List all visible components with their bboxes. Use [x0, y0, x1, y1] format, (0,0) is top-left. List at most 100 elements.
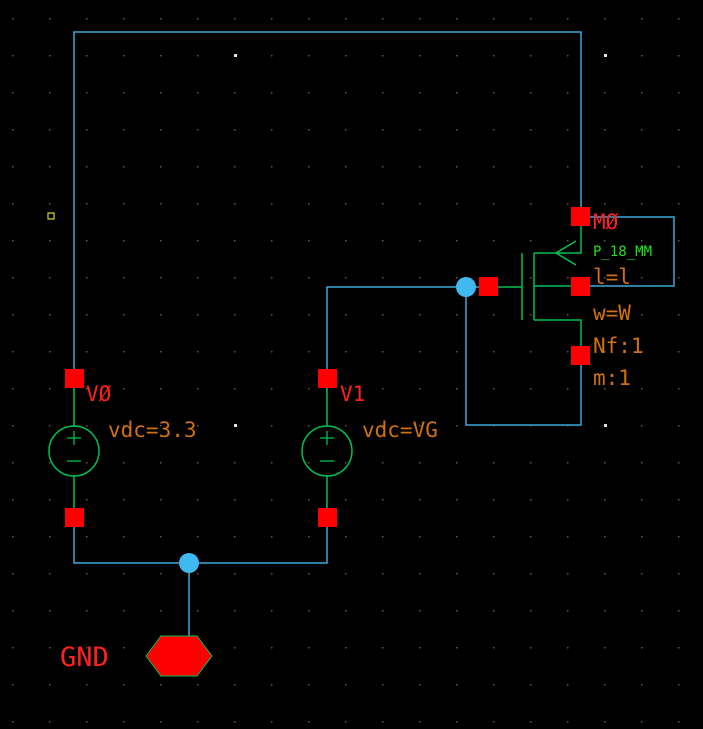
- grid-dot: [641, 92, 643, 94]
- grid-dot: [419, 129, 421, 131]
- grid-dot: [12, 203, 14, 205]
- m0-pin-bulk[interactable]: [571, 277, 590, 296]
- grid-dot: [86, 166, 88, 168]
- grid-dot: [271, 203, 273, 205]
- grid-dot: [234, 129, 236, 131]
- v1-pin-bottom[interactable]: [318, 508, 337, 527]
- grid-dot: [234, 203, 236, 205]
- wire-bulk-source[interactable]: [581, 216, 675, 287]
- ground-net-junction[interactable]: [179, 553, 199, 573]
- grid-dot: [530, 92, 532, 94]
- grid-dot: [49, 314, 51, 316]
- grid-dot: [234, 92, 236, 94]
- voltage-source-v0[interactable]: VØ vdc=3.3: [48, 369, 197, 527]
- pmos-transistor-m0[interactable]: MØ P_18_MM l=l w=W Nf:1 m:1: [479, 207, 652, 390]
- wire-ground-net[interactable]: [73, 518, 328, 564]
- grid-dot: [456, 536, 458, 538]
- grid-dot: [308, 610, 310, 612]
- grid-dot: [271, 240, 273, 242]
- grid-dot: [160, 684, 162, 686]
- grid-dot: [678, 388, 680, 390]
- grid-dot: [49, 203, 51, 205]
- grid-dot: [49, 166, 51, 168]
- grid-dot: [197, 536, 199, 538]
- grid-dot: [234, 610, 236, 612]
- wire-gate-drain-loop[interactable]: [465, 287, 582, 426]
- grid-dot: [567, 277, 569, 279]
- grid-dot: [49, 536, 51, 538]
- grid-dot: [12, 425, 14, 427]
- grid-dot: [123, 203, 125, 205]
- grid-dot: [493, 684, 495, 686]
- grid-dot: [271, 721, 273, 723]
- grid-dot: [197, 684, 199, 686]
- v0-param-vdc: vdc=3.3: [108, 418, 197, 442]
- grid-dot: [234, 277, 236, 279]
- grid-dot: [49, 610, 51, 612]
- grid-major-markers: [234, 54, 607, 427]
- m0-pin-drain[interactable]: [571, 346, 590, 365]
- grid-dot: [678, 92, 680, 94]
- v1-param-vdc: vdc=VG: [362, 418, 438, 442]
- grid-dot: [493, 129, 495, 131]
- grid-dot: [641, 647, 643, 649]
- grid-dot: [160, 425, 162, 427]
- v1-pin-top[interactable]: [318, 369, 337, 388]
- grid-dot: [456, 499, 458, 501]
- grid-dot: [678, 129, 680, 131]
- grid-dot: [678, 610, 680, 612]
- grid-dot: [641, 55, 643, 57]
- grid-dot: [419, 536, 421, 538]
- m0-pin-gate[interactable]: [479, 277, 498, 296]
- grid-dot: [123, 684, 125, 686]
- m0-pin-source[interactable]: [571, 207, 590, 226]
- voltage-source-v1[interactable]: V1 vdc=VG: [301, 369, 438, 527]
- grid-dot: [456, 18, 458, 20]
- grid-dot: [49, 55, 51, 57]
- grid-dot: [49, 684, 51, 686]
- grid-dot: [530, 129, 532, 131]
- grid-dot: [123, 536, 125, 538]
- grid-dot: [86, 92, 88, 94]
- grid-dot: [345, 18, 347, 20]
- grid-dot: [12, 684, 14, 686]
- grid-dot: [49, 721, 51, 723]
- grid-dot: [641, 277, 643, 279]
- grid-dot: [160, 388, 162, 390]
- grid-dot: [678, 647, 680, 649]
- ground-symbol[interactable]: GND: [60, 635, 213, 677]
- v0-pin-bottom[interactable]: [65, 508, 84, 527]
- grid-dot: [234, 166, 236, 168]
- gnd-icon: [145, 635, 213, 677]
- grid-dot: [678, 721, 680, 723]
- grid-dot: [123, 55, 125, 57]
- grid-dot: [234, 388, 236, 390]
- grid-dot: [419, 684, 421, 686]
- grid-dot: [49, 425, 51, 427]
- grid-dot: [271, 351, 273, 353]
- wire-gate-net[interactable]: [326, 286, 488, 378]
- grid-dot: [567, 240, 569, 242]
- grid-dot: [197, 203, 199, 205]
- grid-dot: [234, 499, 236, 501]
- m0-param-l: l=l: [593, 265, 631, 289]
- grid-dot: [382, 92, 384, 94]
- grid-dot: [567, 462, 569, 464]
- gate-net-junction[interactable]: [456, 277, 476, 297]
- wire-vdd-loop[interactable]: [73, 31, 582, 378]
- grid-dot: [493, 499, 495, 501]
- grid-dot: [456, 55, 458, 57]
- grid-dot: [678, 351, 680, 353]
- grid-dot: [345, 610, 347, 612]
- grid-dot: [86, 721, 88, 723]
- grid-dot: [456, 351, 458, 353]
- grid-dot: [308, 92, 310, 94]
- grid-dot: [197, 314, 199, 316]
- grid-dot: [308, 388, 310, 390]
- v0-pin-top[interactable]: [65, 369, 84, 388]
- grid-dot: [234, 462, 236, 464]
- grid-dot: [641, 684, 643, 686]
- grid-dot: [123, 647, 125, 649]
- grid-dot: [271, 92, 273, 94]
